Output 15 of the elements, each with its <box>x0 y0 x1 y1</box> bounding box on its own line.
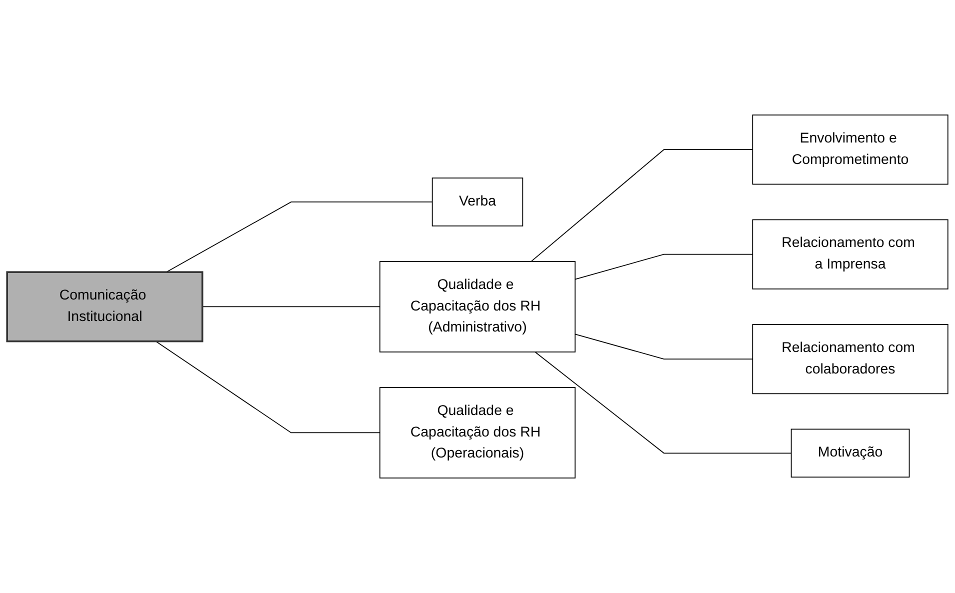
connector <box>530 149 754 262</box>
connector <box>155 340 380 434</box>
connector <box>202 306 380 308</box>
node-box: Relacionamento com colaboradores <box>752 324 948 394</box>
connector <box>166 202 433 273</box>
connector <box>534 352 792 454</box>
node-box: Qualidade e Capacitação dos RH (Operacionais) <box>379 387 576 478</box>
node-box: Verba <box>432 178 524 226</box>
node-box: Motivação <box>790 428 910 478</box>
connector <box>574 334 754 360</box>
node-box: Relacionamento com a Imprensa <box>752 219 948 290</box>
connector <box>574 254 754 280</box>
node-box: Qualidade e Capacitação dos RH (Administrativo) <box>379 261 576 352</box>
node-box: Comunicação Institucional <box>6 271 204 342</box>
node-box: Envolvimento e Comprometimento <box>752 114 948 185</box>
